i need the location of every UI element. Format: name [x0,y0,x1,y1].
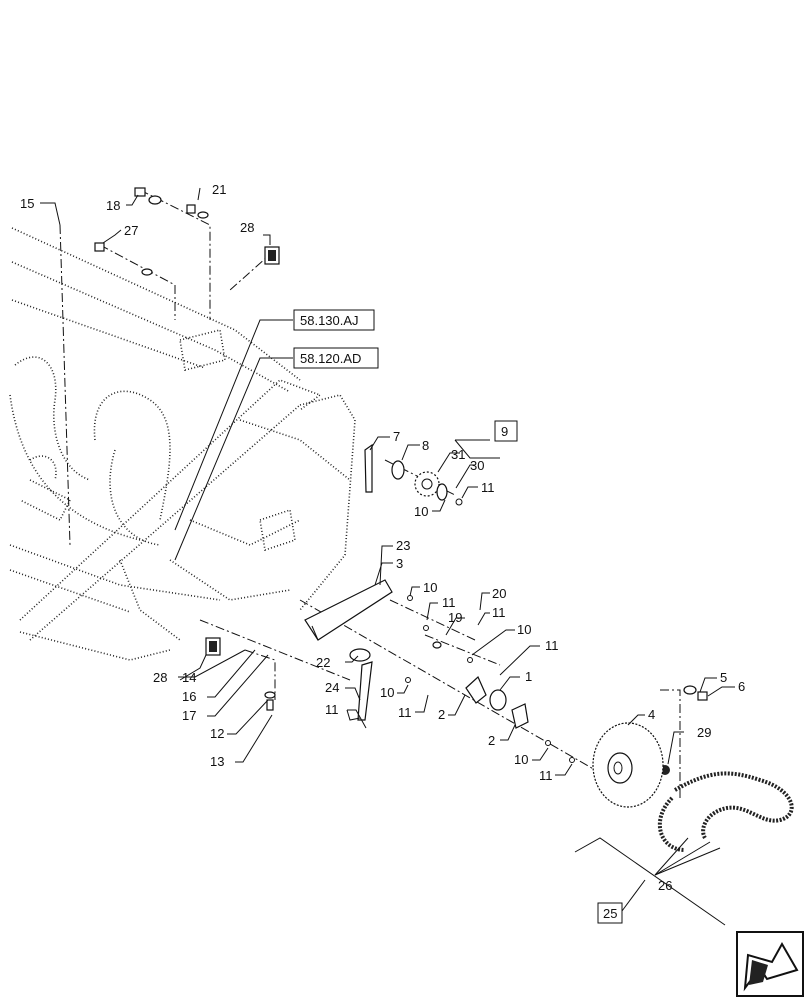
center-lines [59,189,681,800]
callout-30: 30 [470,458,484,473]
callout-31: 31 [451,447,465,462]
callout-28-bottom: 28 [153,670,167,685]
callout-19: 19 [448,610,462,625]
callout-25-box: 25 [597,902,623,924]
callout-1: 1 [525,669,532,684]
callout-numbers: 15 18 21 27 28 7 8 31 30 11 10 23 3 10 1… [20,182,745,893]
callout-24: 24 [325,680,339,695]
callout-17: 17 [182,708,196,723]
reference-58-130-aj: 58.130.AJ [300,313,359,328]
callout-20: 20 [492,586,506,601]
reference-58-120-ad: 58.120.AD [300,351,361,366]
callout-22: 22 [316,655,330,670]
callout-23: 23 [396,538,410,553]
callout-2-b: 2 [488,733,495,748]
leader-lines [40,187,735,926]
callout-28-top: 28 [240,220,254,235]
callout-5: 5 [720,670,727,685]
callout-18: 18 [106,198,120,213]
callout-4: 4 [648,707,655,722]
callout-11-c: 11 [492,605,506,620]
next-page-arrow-icon[interactable] [736,931,804,997]
callout-16: 16 [182,689,196,704]
callout-29: 29 [697,725,711,740]
callout-8: 8 [422,438,429,453]
callout-26: 26 [658,878,672,893]
callout-11-d: 11 [545,638,559,653]
callout-2-a: 2 [438,707,445,722]
callout-14: 14 [182,670,196,685]
callout-11-b: 11 [442,595,456,610]
callout-11-f: 11 [398,705,412,720]
callout-21: 21 [212,182,226,197]
callout-25: 25 [603,906,617,921]
reference-box-1[interactable]: 58.130.AJ [293,309,375,331]
drive-chain [657,771,794,852]
auger [9,356,171,546]
callout-13: 13 [210,754,224,769]
hardware [94,187,708,775]
callout-9-box: 9 [494,420,518,442]
callout-11-a: 11 [481,480,495,495]
callout-12: 12 [210,726,224,741]
callout-11-g: 11 [539,768,553,783]
callout-10-b: 10 [423,580,437,595]
header-frame [9,227,356,661]
callout-10-c: 10 [517,622,531,637]
sprocket [592,722,664,808]
callout-27: 27 [124,223,138,238]
callout-10-d: 10 [380,685,394,700]
callout-7: 7 [393,429,400,444]
callout-3: 3 [396,556,403,571]
callout-10-a: 10 [414,504,428,519]
reference-box-2[interactable]: 58.120.AD [293,347,379,369]
callout-15: 15 [20,196,34,211]
callout-6: 6 [738,679,745,694]
callout-9: 9 [501,424,508,439]
callout-11-e: 11 [325,702,339,717]
callout-10-e: 10 [514,752,528,767]
